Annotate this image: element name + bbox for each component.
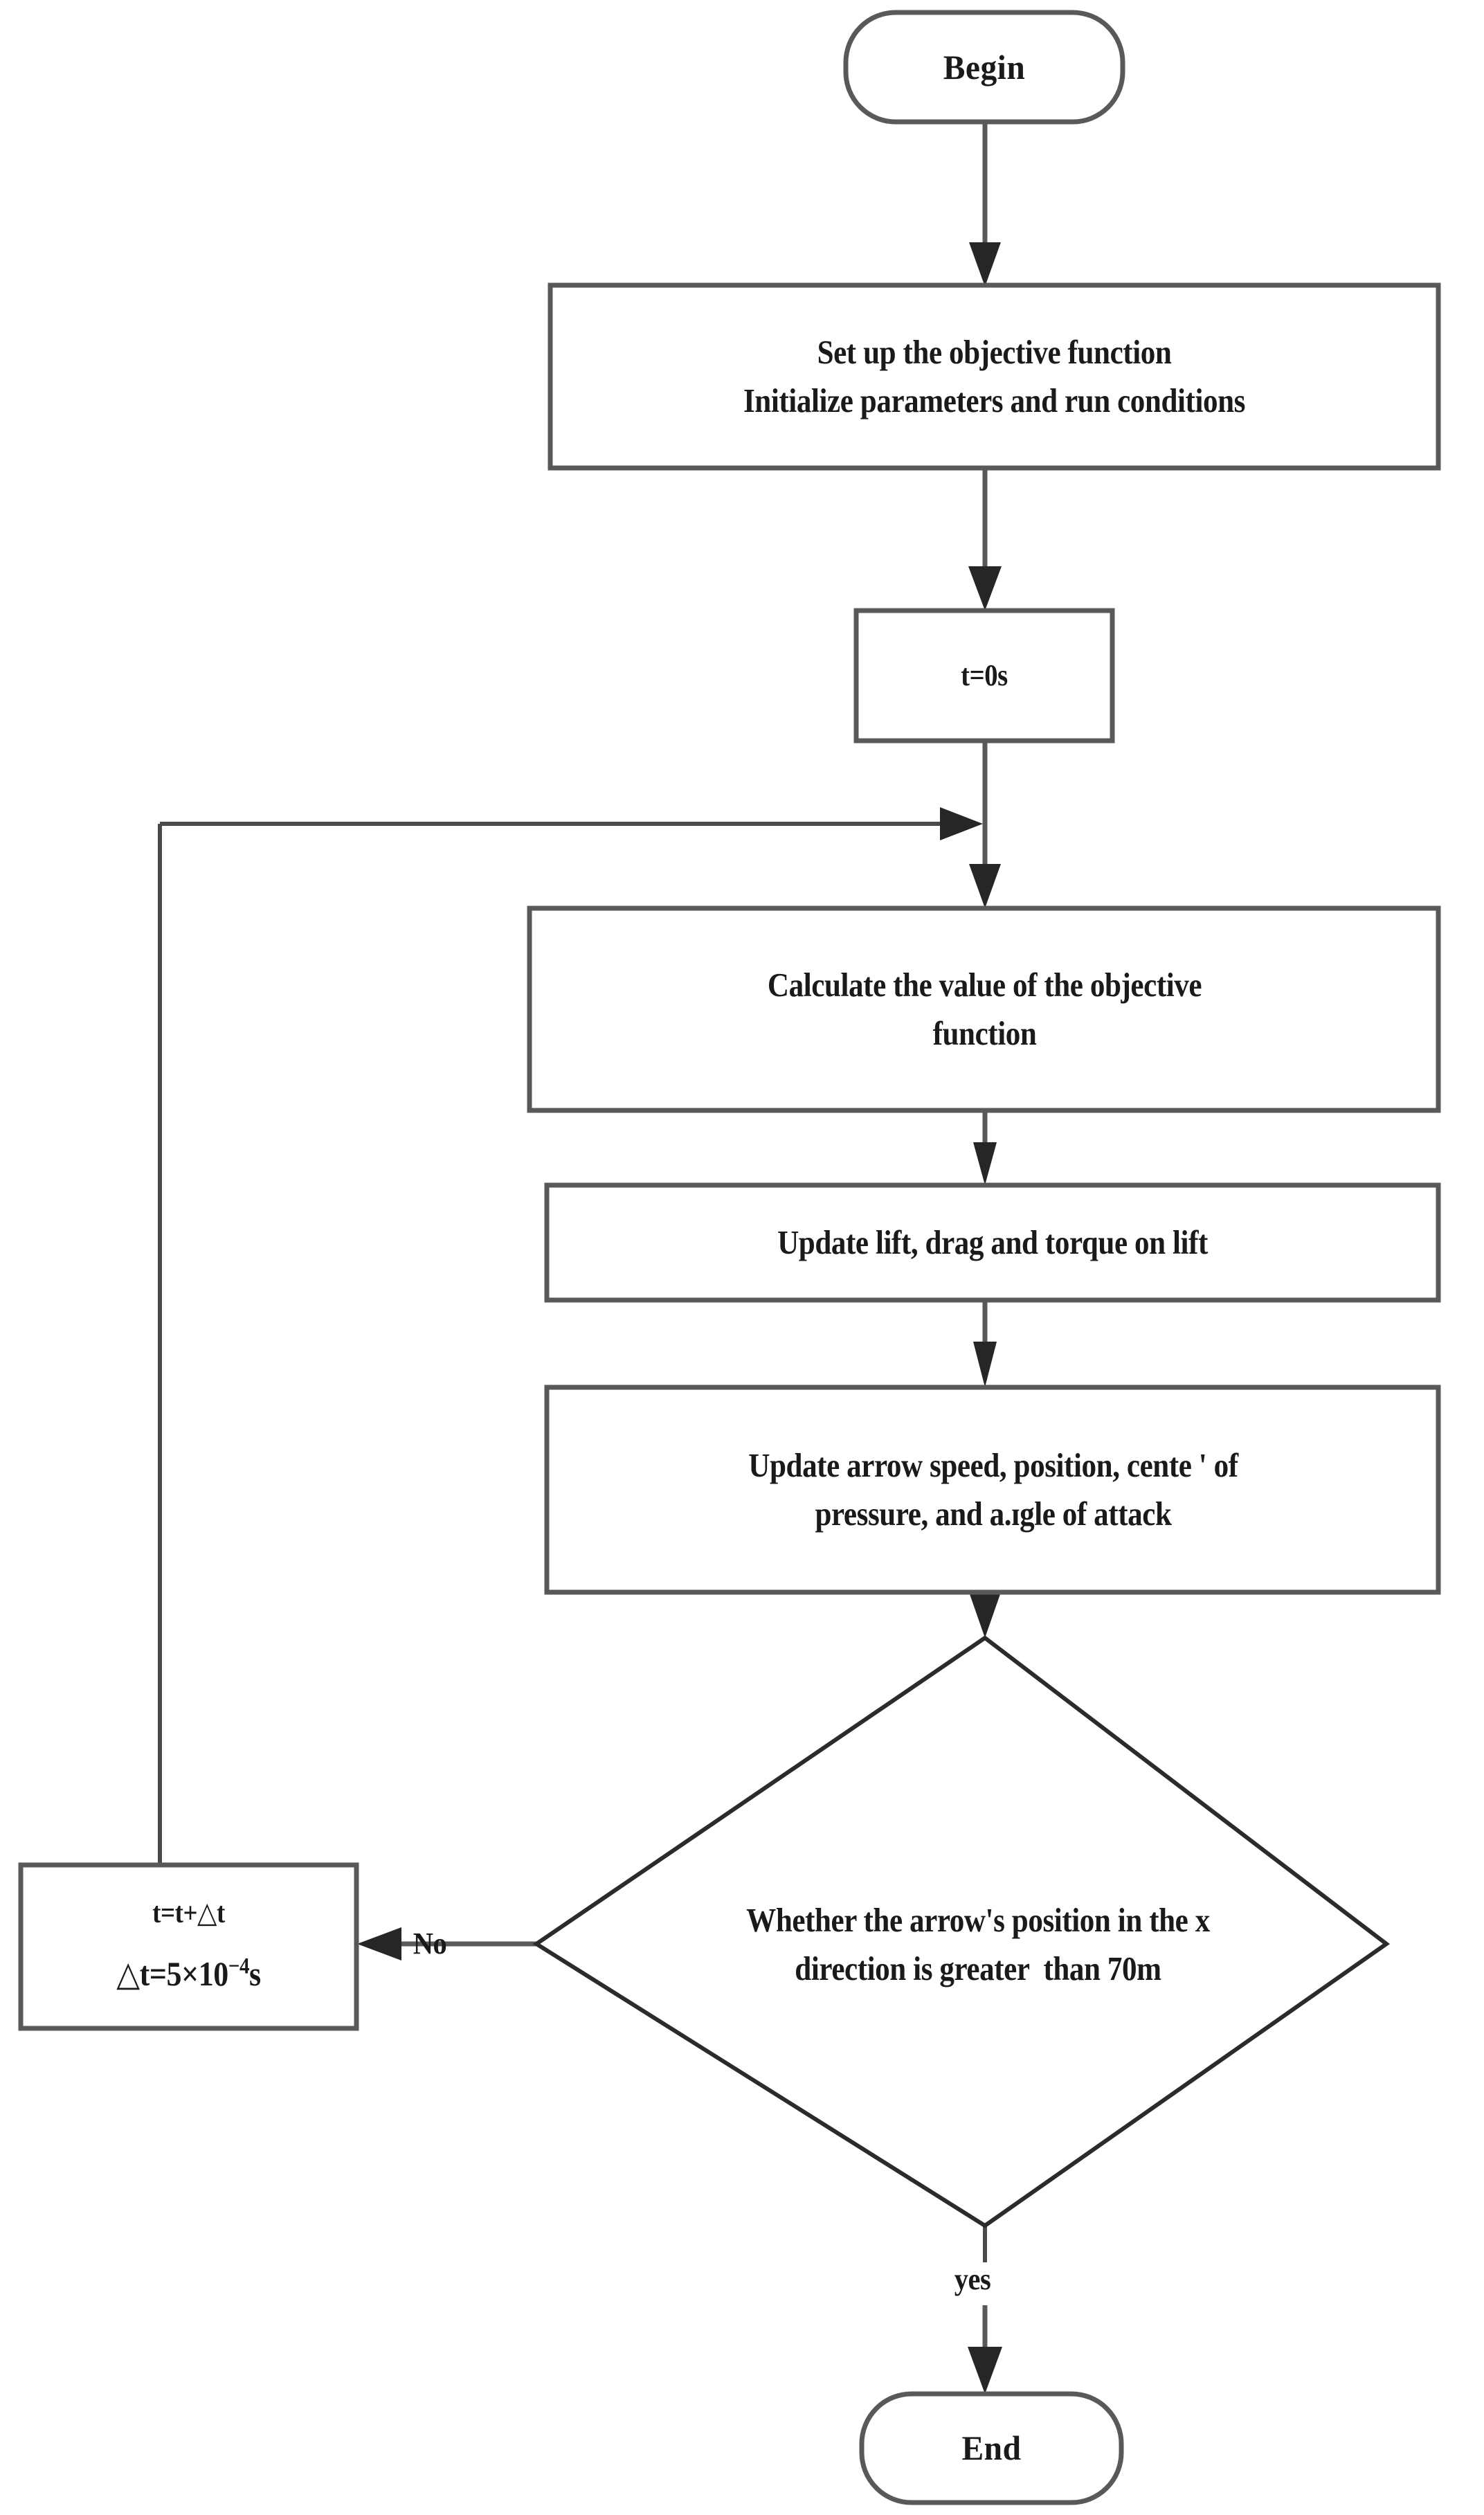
node-update-forces-shape bbox=[544, 1182, 1441, 1303]
node-time-step-label: t=t+△t △t=5×10−4s bbox=[41, 1865, 336, 2028]
edge-label-no: No bbox=[413, 1927, 447, 1960]
node-time-step-line1: t=t+△t bbox=[152, 1897, 225, 1929]
node-update-state-shape bbox=[544, 1385, 1441, 1595]
connector-setup-to-time-init bbox=[968, 468, 1002, 611]
connector-update-forces-to-update-state bbox=[973, 1300, 997, 1387]
node-update-forces-label: Update lift, drag and torque on lift bbox=[777, 1223, 1208, 1262]
node-calc-objective-shape bbox=[527, 905, 1441, 1113]
node-end-label: End bbox=[961, 2428, 1022, 2467]
node-decision-label: Whether the arrow's position in the x di… bbox=[746, 1901, 1210, 1987]
node-update-state-label: Update arrow speed, position, cente ' of… bbox=[748, 1446, 1238, 1533]
node-calc-objective-label: Calculate the value of the objective fun… bbox=[767, 966, 1202, 1052]
connector-begin-to-setup bbox=[969, 122, 1001, 287]
node-time-step-line2: △t=5×10−4s bbox=[116, 1941, 261, 2007]
node-end-shape bbox=[859, 2391, 1124, 2505]
connector-decision-yes-to-end bbox=[968, 2226, 1002, 2394]
node-begin-label: Begin bbox=[943, 47, 1026, 87]
node-setup-label: Set up the objective function Initialize… bbox=[743, 333, 1246, 420]
node-setup-shape bbox=[548, 282, 1441, 471]
connector-time-init-to-calc bbox=[969, 741, 1001, 908]
node-begin-shape bbox=[843, 10, 1125, 125]
connector-update-state-to-decision bbox=[969, 1592, 1001, 1638]
node-decision-shape bbox=[532, 1635, 1391, 2228]
node-time-init-label: t=0s bbox=[961, 658, 1008, 692]
connector-calc-to-update-forces bbox=[973, 1110, 997, 1185]
node-time-step-line2-suffix: s bbox=[249, 1954, 261, 1994]
node-time-step-line2-exponent: −4 bbox=[228, 1954, 250, 1979]
edge-label-yes: yes bbox=[954, 2262, 991, 2296]
node-time-step-shape bbox=[18, 1862, 359, 2031]
connector-decision-no-to-time-step bbox=[357, 1927, 536, 1960]
connector-feedback-loop bbox=[158, 807, 983, 1865]
node-time-step-line2-prefix: △t=5×10 bbox=[116, 1954, 228, 1994]
node-time-init-shape bbox=[853, 608, 1115, 743]
